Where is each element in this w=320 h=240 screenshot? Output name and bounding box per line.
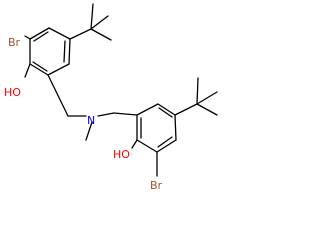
nitrogen-label: N <box>87 114 95 127</box>
top-tert-butyl <box>69 3 112 41</box>
bottom-oh-bond <box>131 139 138 149</box>
hydroxyl-label-bottom: HO <box>113 148 130 161</box>
bromine-label-bottom: Br <box>150 179 163 192</box>
molecule-diagram: Br HO N HO Br <box>4 3 218 192</box>
structure-svg: Br HO N HO Br <box>4 3 218 192</box>
bromine-label-top: Br <box>8 36 21 49</box>
hydroxyl-label-top: HO <box>4 86 21 99</box>
top-aromatic-ring <box>29 27 71 76</box>
top-oh-bond <box>24 63 31 78</box>
bottom-aromatic-ring <box>113 103 177 153</box>
bottom-tert-butyl <box>174 77 218 116</box>
top-br-bond <box>24 35 31 40</box>
amine-linker <box>47 74 115 141</box>
